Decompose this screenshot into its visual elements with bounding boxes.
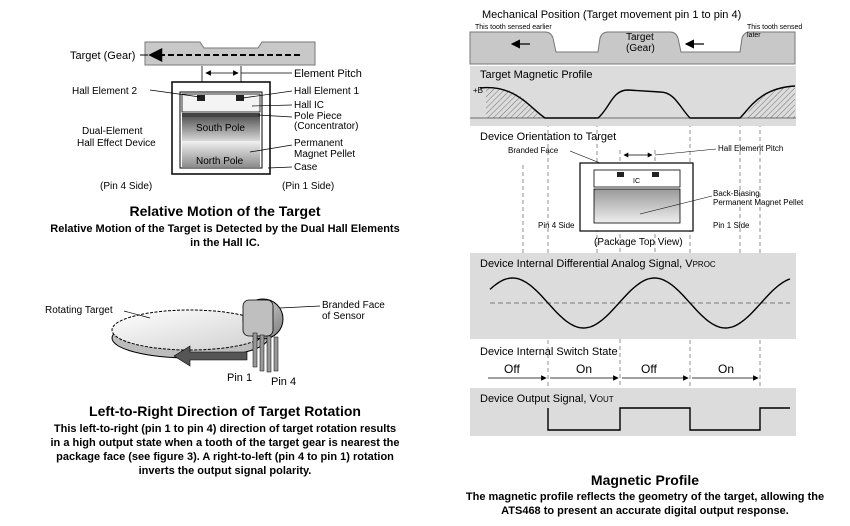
- state-on-2: On: [718, 362, 734, 376]
- rotation-arrow: [173, 345, 248, 367]
- north-pole: [182, 141, 260, 167]
- target-gear-label: Target (Gear): [70, 50, 135, 62]
- left-bottom-desc-4: inverts the output signal polarity.: [138, 465, 312, 477]
- magnetic-profile-title: Target Magnetic Profile: [480, 69, 593, 81]
- output-signal-title: Device Output Signal, VOUT: [480, 393, 614, 405]
- left-tooth-hatch: [486, 87, 540, 118]
- hall-element-2: [197, 95, 205, 101]
- leader-line: [279, 305, 321, 309]
- dual-element-diagram: Target (Gear) Element Pitch South Pole N…: [70, 41, 362, 192]
- pole-piece-label: Pole Piece: [294, 111, 342, 122]
- switch-state-title: Device Internal Switch State: [480, 346, 618, 358]
- leader-line: [251, 104, 293, 107]
- leader-line: [149, 89, 201, 98]
- back-biasing-pellet: [593, 188, 681, 224]
- leader-line: [267, 166, 293, 169]
- analog-signal-panel: [470, 253, 796, 339]
- left-top-desc-1: Relative Motion of the Target is Detecte…: [50, 223, 400, 235]
- back-biasing-label-1: Back-Biasing: [713, 189, 760, 198]
- hall-pitch-label: Hall Element Pitch: [718, 144, 783, 153]
- pin4-side-label: (Pin 4 Side): [100, 181, 152, 192]
- pin1-side-label: Pin 1 Side: [713, 221, 750, 230]
- left-bottom-title: Left-to-Right Direction of Target Rotati…: [89, 403, 361, 419]
- hall-element-2-label: Hall Element 2: [72, 86, 137, 97]
- pin-1-lead: [252, 332, 258, 368]
- output-signal-panel: [470, 388, 796, 436]
- plus-b-label: +B: [473, 86, 483, 95]
- device-label-2: Hall Effect Device: [77, 138, 156, 149]
- hall-element-1-label: Hall Element 1: [294, 86, 359, 97]
- leader-line: [639, 195, 713, 215]
- device-label-1: Dual-Element: [82, 126, 143, 137]
- target-gear-strip: [144, 41, 316, 66]
- sensor-face: [242, 299, 274, 337]
- left-bottom-desc-1: This left-to-right (pin 1 to pin 4) dire…: [53, 423, 397, 435]
- north-pole-label: North Pole: [196, 156, 244, 167]
- analog-signal-wave: [489, 277, 791, 329]
- package-top-view-label: (Package Top View): [594, 237, 683, 248]
- magnet-label-2: Magnet Pellet: [294, 149, 355, 160]
- leader-line: [242, 90, 293, 99]
- branded-face-label: Branded Face: [508, 146, 559, 155]
- branded-face-label-1: Branded Face: [322, 300, 385, 311]
- inner-case: [179, 91, 263, 169]
- tooth-later-label-2: later: [747, 32, 761, 39]
- pin-3-lead: [266, 335, 272, 373]
- magnetic-profile-diagram: Mechanical Position (Target movement pin…: [469, 9, 804, 436]
- right-tooth-hatch: [745, 86, 795, 118]
- right-desc-2: ATS468 to present an accurate digital ou…: [501, 505, 789, 517]
- case-label: Case: [294, 162, 318, 173]
- analog-signal-title: Device Internal Differential Analog Sign…: [480, 258, 716, 270]
- left-top-caption: Relative Motion of the Target Relative M…: [30, 203, 420, 250]
- rotating-target-label: Rotating Target: [45, 305, 113, 316]
- target-label-1: Target: [626, 32, 654, 43]
- concentrator-label: (Concentrator): [294, 121, 358, 132]
- magnet-label-1: Permanent: [294, 138, 343, 149]
- left-top-title: Relative Motion of the Target: [129, 203, 321, 219]
- back-biasing-label-2: Permanent Magnet Pellet: [713, 198, 804, 207]
- pin4-side-label: Pin 4 Side: [538, 221, 575, 230]
- leader-line: [123, 310, 151, 319]
- state-off-1: Off: [504, 362, 520, 376]
- magnetic-profile-curve: [479, 85, 796, 119]
- branded-face-label-2: of Sensor: [322, 311, 365, 322]
- mechanical-gear-profile: [469, 31, 796, 65]
- right-desc-1: The magnetic profile reflects the geomet…: [465, 491, 825, 503]
- pin1-label: Pin 1: [227, 372, 252, 384]
- left-bottom-desc-3: package face (see figure 3). A right-to-…: [56, 451, 394, 463]
- hall-ic-label: Hall IC: [294, 100, 324, 111]
- pin-4-lead: [273, 336, 279, 372]
- tooth-earlier-label: This tooth sensed earlier: [475, 24, 552, 31]
- mechanical-position-title: Mechanical Position (Target movement pin…: [482, 9, 741, 21]
- pin-2-lead: [259, 334, 265, 372]
- tooth-later-label-1: This tooth sensed: [747, 24, 802, 31]
- left-bottom-caption: Left-to-Right Direction of Target Rotati…: [10, 403, 440, 478]
- rotation-diagram: Rotating Target Branded Face of Sensor P…: [45, 298, 385, 388]
- output-signal-wave: [547, 407, 790, 431]
- leader-line: [654, 148, 717, 156]
- state-on-1: On: [576, 362, 592, 376]
- leader-line: [249, 144, 293, 153]
- hall-ic: [181, 93, 261, 113]
- device-orientation-title: Device Orientation to Target: [480, 131, 616, 143]
- target-label-2: (Gear): [626, 43, 655, 54]
- pin1-side-label: (Pin 1 Side): [282, 181, 334, 192]
- south-pole: [182, 117, 260, 141]
- right-caption: Magnetic Profile The magnetic profile re…: [440, 472, 850, 518]
- hall-element-right: [652, 172, 659, 177]
- ic-label: IC: [633, 178, 640, 185]
- leader-line: [257, 114, 293, 118]
- hall-element-left: [617, 172, 624, 177]
- right-title: Magnetic Profile: [590, 472, 700, 488]
- pole-piece: [182, 113, 260, 117]
- south-pole-label: South Pole: [196, 123, 245, 134]
- element-pitch-label: Element Pitch: [294, 68, 362, 80]
- left-bottom-desc-2: in a high output state when a tooth of t…: [50, 437, 400, 449]
- pin4-label: Pin 4: [271, 376, 296, 388]
- state-off-2: Off: [641, 362, 657, 376]
- hall-element-1: [236, 95, 244, 101]
- leader-line: [569, 150, 601, 164]
- left-top-desc-2: in the Hall IC.: [190, 237, 260, 249]
